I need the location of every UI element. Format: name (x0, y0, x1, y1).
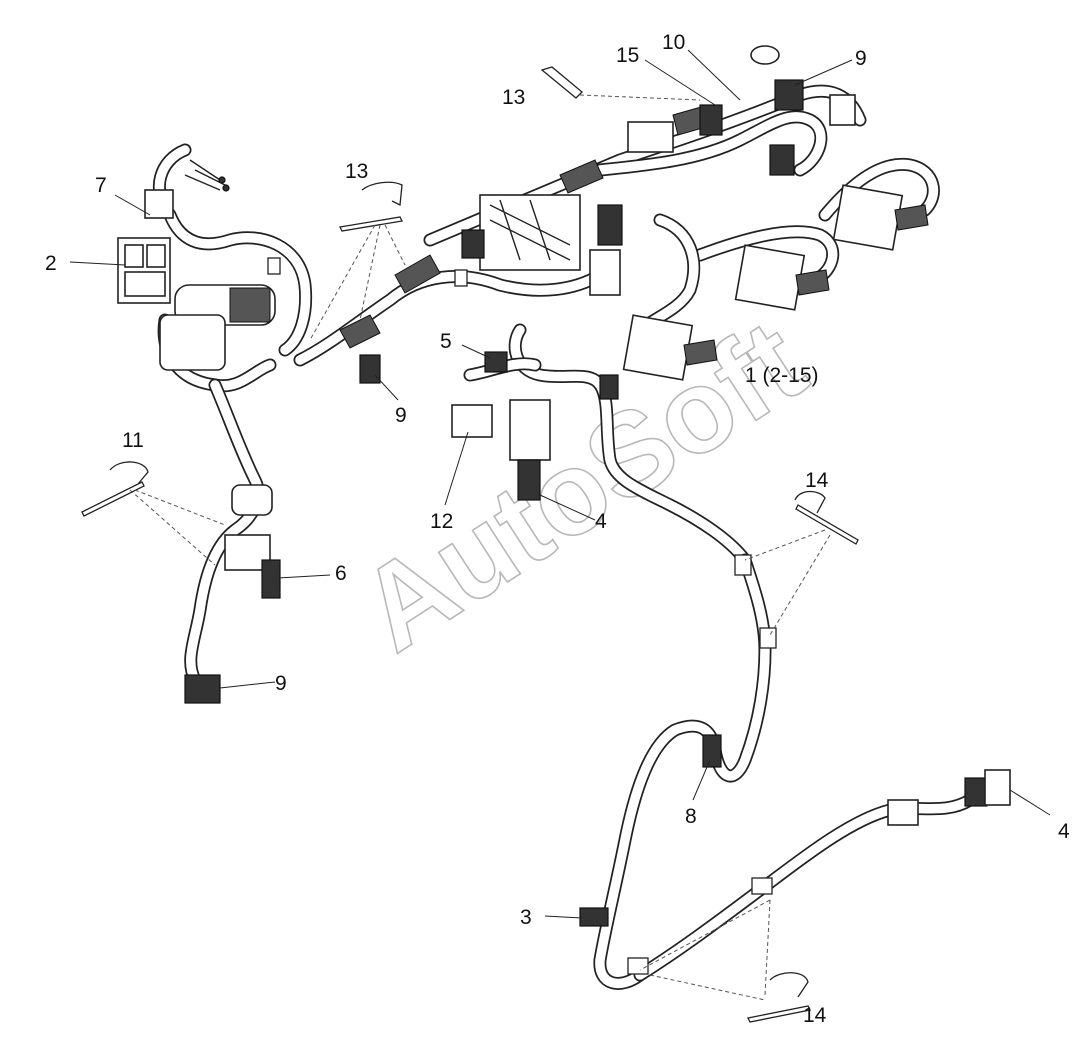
clip-3 (579, 907, 609, 927)
connector-4-right (887, 799, 919, 826)
leader-lines (69, 49, 1051, 919)
callout-9-middle: 9 (395, 404, 407, 427)
callout-14-upper: 14 (805, 469, 829, 492)
module-right-top (832, 184, 904, 251)
callout-9-top: 9 (855, 47, 867, 70)
connector-8 (702, 734, 722, 768)
assembly-label: 1 (2-15) (745, 364, 819, 387)
callout-13-top: 13 (502, 86, 525, 109)
central-junction (479, 194, 581, 271)
module-15 (627, 121, 674, 153)
callout-4-center: 4 (595, 510, 607, 533)
callout-8: 8 (685, 805, 697, 828)
callout-11: 11 (122, 429, 144, 452)
callout-2: 2 (45, 252, 57, 275)
callout-5: 5 (440, 330, 452, 353)
callout-4-right: 4 (1058, 820, 1070, 843)
callout-12: 12 (430, 510, 453, 533)
callout-labels: 15 10 9 13 13 7 2 5 9 11 12 4 14 6 9 8 4… (45, 31, 1070, 1027)
callout-13-left: 13 (345, 160, 368, 183)
callout-3: 3 (520, 906, 532, 929)
callout-6: 6 (335, 562, 347, 585)
indication-lines (129, 94, 831, 1001)
callout-10: 10 (662, 31, 685, 54)
harness-components (117, 45, 1011, 975)
callout-7: 7 (95, 174, 107, 197)
cable-tie-13-top (540, 66, 583, 99)
watermark-text: AutoSoft (337, 295, 827, 677)
cable-ties (81, 66, 859, 1023)
connector-9-lower (184, 674, 221, 704)
callout-14-lower: 14 (803, 1004, 827, 1027)
callout-15: 15 (616, 44, 639, 67)
callout-9-lower: 9 (275, 672, 287, 695)
connector-12 (451, 404, 493, 438)
